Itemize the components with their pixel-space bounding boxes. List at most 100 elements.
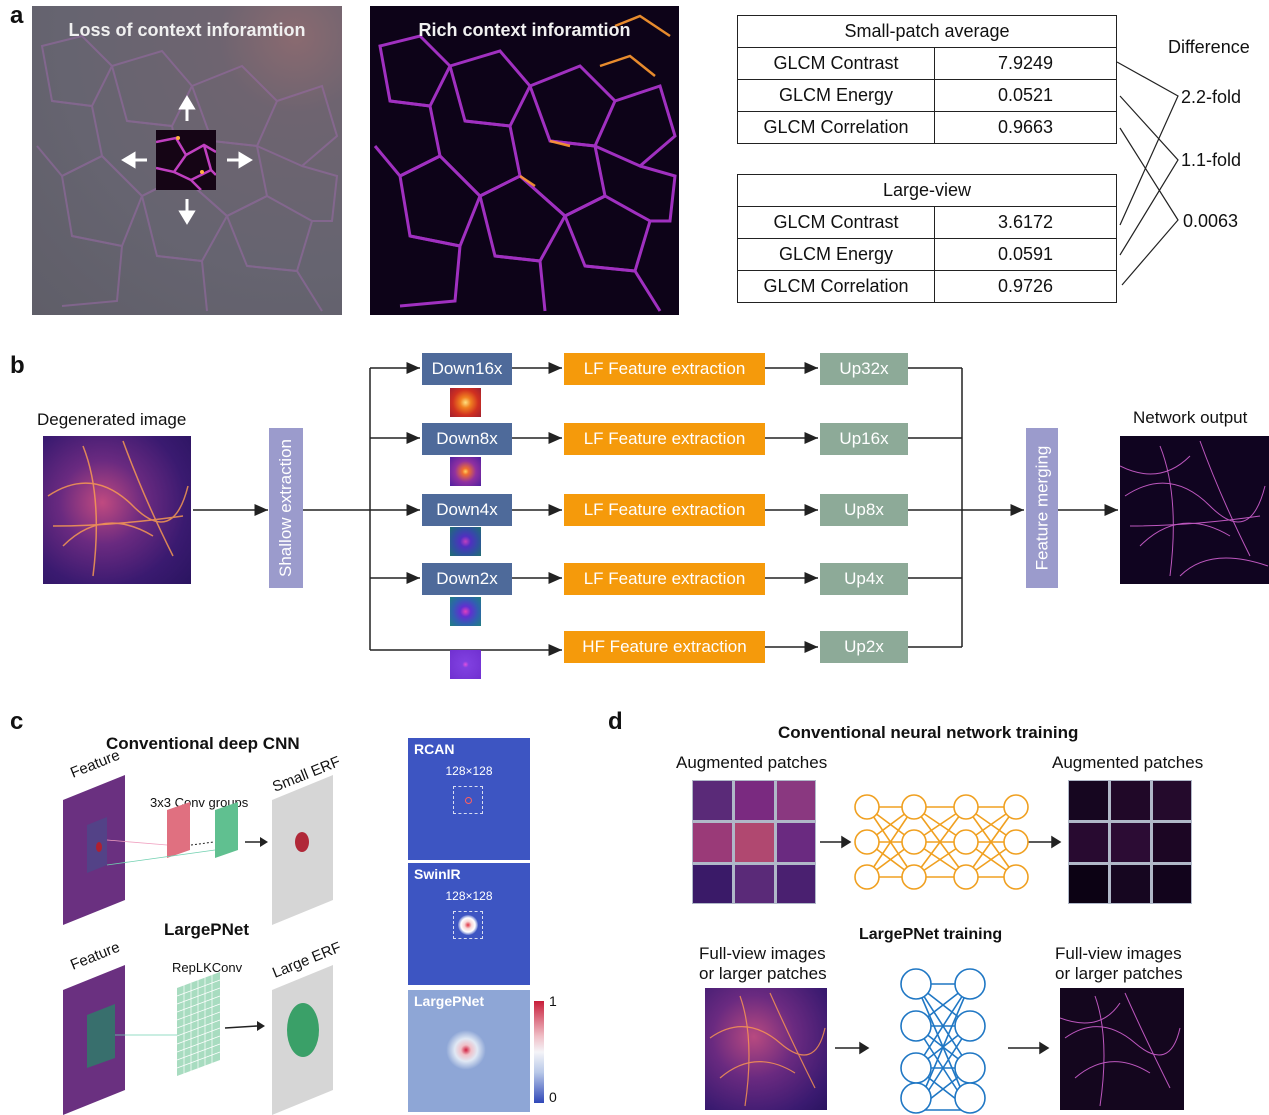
large-erf-ellipse — [287, 1003, 319, 1057]
full-view-input-image — [705, 988, 827, 1110]
rich-context-image: Rich context inforamtion — [370, 6, 679, 315]
down8x-block: Down8x — [422, 423, 512, 455]
rcan-erf-size: 128×128 — [445, 764, 493, 778]
conventional-network-diagram — [820, 794, 1062, 890]
largepnet-erf-map: LargePNet — [408, 990, 530, 1112]
largepnet-erf-illustration — [63, 965, 333, 1115]
largepnet-network-diagram — [835, 968, 1050, 1114]
difference-connectors — [1116, 61, 1179, 286]
lf-feature-block-4: LF Feature extraction — [564, 563, 765, 595]
feature-merging-label: Feature merging — [1032, 445, 1052, 571]
metric-cell: GLCM Energy — [737, 79, 935, 112]
difference-contrast: 2.2-fold — [1181, 87, 1242, 107]
difference-correlation: 0.0063 — [1183, 211, 1239, 231]
spectrum-thumb-full — [450, 650, 481, 679]
full-view-output-filaments — [1060, 992, 1181, 1107]
pipeline-arrows — [193, 362, 1118, 656]
up16x-block: Up16x — [820, 423, 908, 455]
conv-groups-label: 3x3 Conv groups — [150, 795, 249, 810]
full-view-output-image — [1060, 988, 1184, 1110]
full-view-input-filaments — [709, 992, 826, 1107]
shallow-extraction-label: Shallow extraction — [276, 439, 295, 577]
conv-training-title: Conventional neural network training — [778, 723, 1079, 742]
loss-context-image: Loss of context inforamtion — [32, 6, 342, 315]
metric-cell: GLCM Correlation — [737, 270, 935, 303]
metric-cell: GLCM Correlation — [737, 111, 935, 144]
rcan-erf-name: RCAN — [414, 741, 455, 757]
rcan-erf-box — [453, 786, 483, 814]
value-cell: 3.6172 — [934, 206, 1117, 239]
swinir-erf-map: SwinIR 128×128 — [408, 863, 530, 985]
panel-label-a: a — [10, 2, 24, 29]
network-output-label: Network output — [1133, 408, 1248, 427]
replk-label: RepLKConv — [172, 960, 243, 975]
small-patch — [155, 130, 217, 191]
swinir-erf-box — [453, 911, 483, 939]
largepnet-title-c: LargePNet — [164, 920, 250, 939]
lf-feature-block-3: LF Feature extraction — [564, 494, 765, 526]
up32x-block: Up32x — [820, 353, 908, 385]
rich-context-title: Rich context inforamtion — [418, 20, 631, 40]
up2x-block: Up2x — [820, 631, 908, 663]
augmented-input-grid — [692, 780, 816, 904]
swinir-erf-size: 128×128 — [445, 889, 493, 903]
up8x-block: Up8x — [820, 494, 908, 526]
largepnet-erf-name: LargePNet — [414, 993, 485, 1009]
panel-label-c: c — [10, 708, 24, 735]
augmented-in-label: Augmented patches — [676, 753, 828, 772]
lf-feature-block-1: LF Feature extraction — [564, 353, 765, 385]
colorbar-min: 0 — [549, 1089, 557, 1105]
degenerated-filaments — [47, 440, 189, 577]
spectrum-thumb-16x — [450, 388, 481, 417]
colorbar-max: 1 — [549, 993, 557, 1009]
feature-patch-bottom — [87, 1004, 115, 1068]
cnn-title: Conventional deep CNN — [106, 734, 300, 753]
network-output-image — [1120, 436, 1269, 584]
down4x-block: Down4x — [422, 494, 512, 526]
degenerated-image — [43, 436, 191, 584]
augmented-output-grid — [1068, 780, 1192, 904]
full-view-in-line1: Full-view images — [699, 944, 826, 963]
full-view-out-line2: or larger patches — [1055, 964, 1183, 983]
cnn-erf-illustration — [63, 775, 333, 925]
full-view-out-line1: Full-view images — [1055, 944, 1182, 963]
spectrum-thumb-2x — [450, 597, 481, 626]
value-cell: 0.9726 — [934, 270, 1117, 303]
small-erf-ellipse — [295, 832, 309, 852]
largepnet-training-title: LargePNet training — [859, 926, 1003, 943]
lf-feature-block-2: LF Feature extraction — [564, 423, 765, 455]
metric-cell: GLCM Contrast — [737, 47, 935, 80]
feature-merging-block: Feature merging — [1026, 428, 1058, 588]
direction-arrows — [121, 95, 253, 225]
panel-label-b: b — [10, 352, 25, 379]
spectrum-thumb-8x — [450, 457, 481, 486]
conv-group-2 — [215, 802, 238, 858]
largepnet-erf-blob — [446, 1030, 486, 1070]
difference-energy: 1.1-fold — [1181, 150, 1242, 170]
down2x-block: Down2x — [422, 563, 512, 595]
receptive-point — [96, 842, 102, 852]
up4x-block: Up4x — [820, 563, 908, 595]
value-cell: 7.9249 — [934, 47, 1117, 80]
full-view-in-line2: or larger patches — [699, 964, 827, 983]
metric-cell: GLCM Energy — [737, 238, 935, 271]
value-cell: 0.0521 — [934, 79, 1117, 112]
difference-label: Difference — [1168, 37, 1250, 57]
conv-group-1 — [167, 802, 190, 858]
output-filaments — [1120, 440, 1269, 577]
bright-cell-network — [373, 14, 677, 312]
down16x-block: Down16x — [422, 353, 512, 385]
rcan-erf-map: RCAN 128×128 — [408, 738, 530, 860]
value-cell: 0.9663 — [934, 111, 1117, 144]
shallow-extraction-block: Shallow extraction — [269, 428, 303, 588]
swinir-erf-name: SwinIR — [414, 866, 461, 882]
panel-label-d: d — [608, 708, 623, 735]
spectrum-thumb-4x — [450, 527, 481, 556]
augmented-out-label: Augmented patches — [1052, 753, 1204, 772]
erf-colorbar — [534, 1001, 544, 1103]
replk-kernel — [176, 972, 221, 1076]
hf-feature-block: HF Feature extraction — [564, 631, 765, 663]
large-view-table-title: Large-view — [737, 174, 1117, 207]
